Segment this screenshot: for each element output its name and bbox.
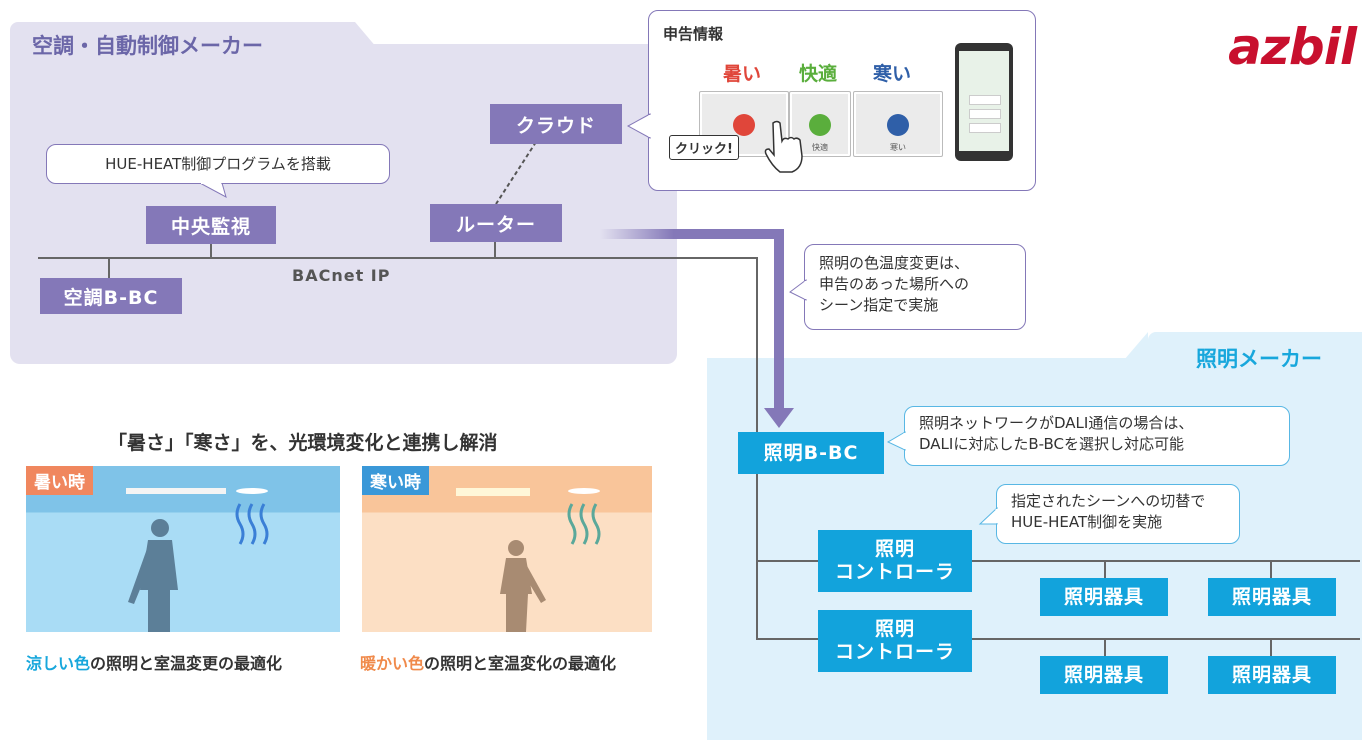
cold-caption-rest: の照明と室温変化の最適化 — [424, 654, 617, 673]
feedback-title: 申告情報 — [663, 25, 724, 43]
scene-note-line3: シーン指定で実施 — [819, 296, 939, 314]
comfort-face-icon — [809, 114, 831, 136]
cold-button[interactable]: 寒い — [853, 91, 943, 157]
central-monitoring-box: 中央監視 — [146, 206, 276, 244]
cold-face-icon — [887, 114, 909, 136]
hvac-bbc-box: 空調B-BC — [40, 278, 182, 314]
hot-caption: 涼しい色の照明と室温変更の最適化 — [26, 650, 282, 674]
hvac-bbc-drop-line — [108, 257, 110, 281]
phone-screen — [959, 51, 1009, 151]
lighting-controller-1: 照明 コントローラ — [818, 530, 972, 592]
cloud-link-dashed — [495, 141, 537, 205]
scene-note-line2: 申告のあった場所への — [819, 275, 970, 293]
feedback-panel-pointer — [626, 113, 652, 139]
cold-warm-air-icon — [567, 503, 601, 545]
hot-scene-panel: 暑い時 — [26, 466, 340, 632]
phone-screen-item-cold — [969, 123, 1001, 133]
cold-small-label: 寒い — [890, 143, 906, 152]
scene-arrow-head — [764, 408, 794, 428]
fixture3-drop-line — [1104, 638, 1106, 658]
scene-note-line1: 照明の色温度変更は、 — [819, 254, 970, 272]
hvac-maker-title: 空調・自動制御メーカー — [32, 34, 263, 58]
lighting-controller-2: 照明 コントローラ — [818, 610, 972, 672]
lighting-maker-title: 照明メーカー — [1196, 347, 1322, 371]
fixture2-drop-line — [1270, 560, 1272, 580]
phone-screen-item-comfort — [969, 109, 1001, 119]
controller2-line1: 照明 — [874, 618, 915, 641]
router-drop-line — [494, 240, 496, 258]
dali-note-pointer — [886, 431, 906, 451]
controller1-bus-line — [756, 560, 1360, 562]
dali-note-line2: DALIに対応したB-BCを選択し対応可能 — [919, 435, 1184, 453]
router-box: ルーター — [430, 204, 562, 242]
cold-tag: 寒い時 — [362, 466, 429, 495]
pointing-hand-icon — [764, 120, 803, 173]
cold-scene-panel: 寒い時 — [362, 466, 652, 632]
label-cold: 寒い — [873, 63, 912, 85]
hot-face-icon — [733, 114, 755, 136]
fixture-1: 照明器具 — [1040, 578, 1168, 616]
lighting-bbc-box: 照明B-BC — [738, 432, 884, 474]
hot-caption-rest: の照明と室温変更の最適化 — [90, 654, 283, 673]
switch-note-line2: HUE-HEAT制御を実施 — [1011, 513, 1163, 531]
scene-note-pointer — [789, 279, 808, 301]
scene-arrow-vertical — [774, 229, 784, 411]
central-drop-line — [210, 236, 212, 258]
bacnet-ip-label: BACnet IP — [292, 266, 391, 285]
fixture-2: 照明器具 — [1208, 578, 1336, 616]
controller2-line2: コントローラ — [834, 641, 955, 663]
switch-note-bubble: 指定されたシーンへの切替で HUE-HEAT制御を実施 — [996, 484, 1240, 544]
hvac-maker-zone — [10, 44, 677, 364]
hot-tag: 暑い時 — [26, 466, 93, 495]
hot-person-icon — [128, 519, 178, 632]
switch-note-pointer — [978, 506, 998, 525]
dali-note-bubble: 照明ネットワークがDALI通信の場合は、 DALIに対応したB-BCを選択し対応… — [904, 406, 1290, 466]
resolve-heading: 「暑さ」「寒さ」を、光環境変化と連携し解消 — [108, 432, 498, 454]
feedback-panel: 申告情報 暑い 快適 寒い 快適 寒い クリック! — [648, 10, 1036, 191]
fixture-4: 照明器具 — [1208, 656, 1336, 694]
label-comfort: 快適 — [799, 63, 838, 85]
controller1-line1: 照明 — [874, 538, 915, 561]
controller1-line2: コントローラ — [834, 561, 955, 583]
phone-screen-item-hot — [969, 95, 1001, 105]
cold-ceiling-light-icon — [456, 488, 530, 496]
fixture1-drop-line — [1104, 560, 1106, 580]
label-hot: 暑い — [723, 63, 762, 85]
click-label: クリック! — [669, 135, 739, 160]
switch-note-line1: 指定されたシーンへの切替で — [1011, 492, 1206, 510]
azbil-logo: azbil — [1228, 18, 1357, 76]
smartphone-mockup — [955, 43, 1013, 161]
hot-cool-air-icon — [235, 503, 269, 545]
cold-vent-icon — [568, 488, 600, 494]
cloud-box: クラウド — [490, 104, 622, 144]
hvac-maker-zone-tab — [10, 22, 377, 48]
fixture-3: 照明器具 — [1040, 656, 1168, 694]
hot-vent-icon — [236, 488, 268, 494]
comfort-small-label: 快適 — [812, 143, 828, 152]
bacnet-bus-line — [38, 257, 758, 259]
fixture4-drop-line — [1270, 638, 1272, 658]
program-note-pointer — [200, 183, 227, 199]
program-note-bubble: HUE-HEAT制御プログラムを搭載 — [46, 144, 390, 184]
dali-note-line1: 照明ネットワークがDALI通信の場合は、 — [919, 414, 1194, 432]
scene-arrow-horizontal — [600, 229, 784, 239]
cold-caption-accent: 暖かい色 — [360, 654, 425, 673]
scene-note-bubble: 照明の色温度変更は、 申告のあった場所への シーン指定で実施 — [804, 244, 1026, 330]
hot-caption-accent: 涼しい色 — [26, 654, 91, 673]
hot-ceiling-light-icon — [126, 488, 226, 494]
lighting-maker-zone-tab — [1124, 332, 1362, 360]
program-note-text: HUE-HEAT制御プログラムを搭載 — [105, 154, 331, 173]
cold-caption: 暖かい色の照明と室温変化の最適化 — [360, 650, 616, 674]
cold-person-icon — [500, 540, 546, 632]
controller2-bus-line — [756, 638, 1360, 640]
